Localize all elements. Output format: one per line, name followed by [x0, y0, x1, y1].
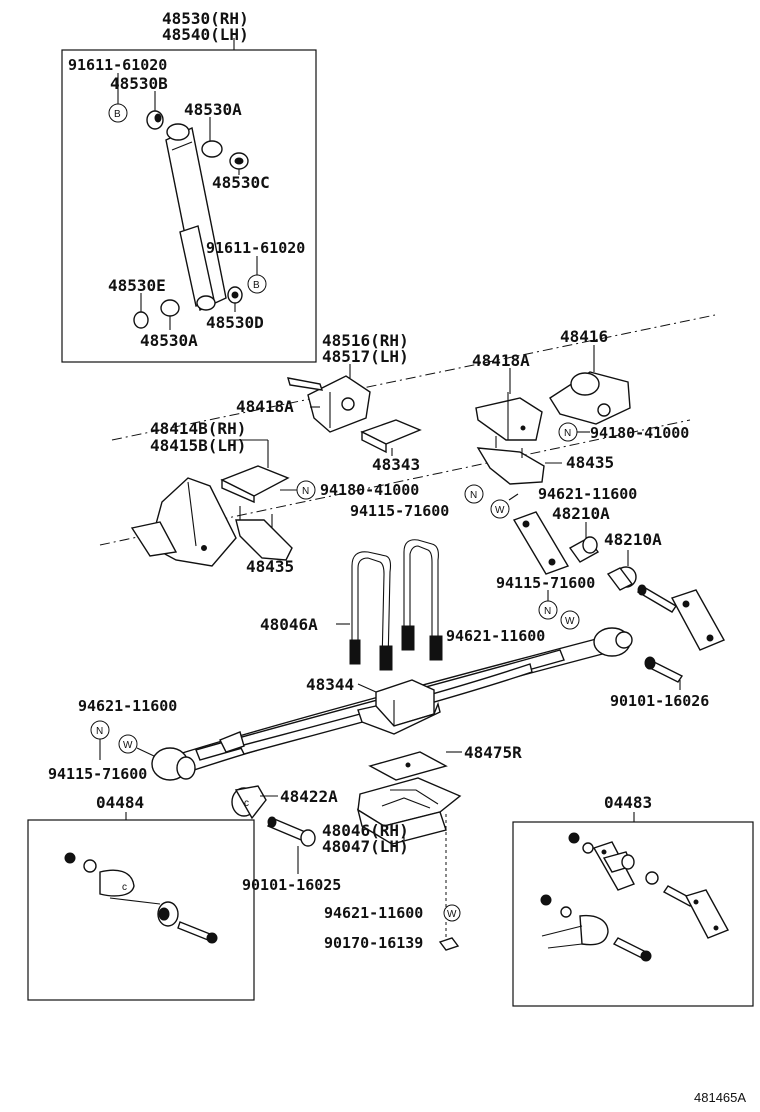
label-48414b-rh: 48414B(RH) [150, 419, 246, 438]
plate-48435-right-part[interactable] [476, 436, 545, 485]
label-48422a: 48422A [280, 787, 338, 806]
label-94115-mid: 94115-71600 [350, 502, 449, 520]
label-48516-rh: 48516(RH) [322, 331, 409, 350]
label-94621-mid: 94621-11600 [538, 485, 637, 503]
label-48046-rh: 48046(RH) [322, 821, 409, 840]
label-48517-lh: 48517(LH) [322, 347, 409, 366]
label-91611-top: 91611-61020 [68, 56, 167, 74]
bushing-48210a-right-part[interactable] [606, 566, 637, 591]
label-94621-left: 94621-11600 [78, 697, 177, 715]
shackle-48210a-plate-part[interactable] [512, 511, 570, 575]
n-symbol-icon [464, 484, 484, 504]
label-94115-left: 94115-71600 [48, 765, 147, 783]
label-04484: 04484 [96, 793, 144, 812]
spring-seat-48046-part[interactable] [356, 777, 462, 845]
label-48416: 48416 [560, 327, 608, 346]
shackle-plate-right-part[interactable] [670, 589, 725, 651]
label-48418a-right: 48418A [472, 351, 530, 370]
w-symbol-label-3: W [447, 909, 457, 920]
n-symbol-label-5: N [96, 726, 103, 737]
label-48046a: 48046A [260, 615, 318, 634]
bushing-48422a-part[interactable]: c [231, 785, 267, 820]
bushing-48530b-part[interactable] [146, 110, 164, 130]
w-symbol-icon [443, 904, 461, 922]
label-94180-right: 94180-41000 [590, 424, 689, 442]
w-symbol-label-2: W [565, 616, 575, 627]
bushing-48530a-top-part[interactable] [201, 140, 223, 158]
washer-48530c-part[interactable] [229, 152, 249, 170]
n-symbol-label-4: N [544, 606, 551, 617]
label-94115-right: 94115-71600 [496, 574, 595, 592]
label-48475r: 48475R [464, 743, 522, 762]
svg-text:c: c [122, 882, 127, 893]
w-symbol-label-1: W [495, 505, 505, 516]
u-bolt-48046a-left-part[interactable] [349, 551, 393, 671]
bracket-48418a-left-part[interactable] [220, 465, 290, 504]
w-symbol-icon [490, 499, 510, 519]
bushing-48530a-bot-part[interactable] [160, 299, 180, 317]
label-48530a-top: 48530A [184, 100, 242, 119]
bracket-48343-part[interactable] [360, 419, 422, 454]
label-04483: 04483 [604, 793, 652, 812]
label-48435-left: 48435 [246, 557, 294, 576]
spring-pad-48344-part[interactable] [357, 679, 441, 735]
svg-text:c: c [244, 798, 249, 809]
label-94621-right: 94621-11600 [446, 627, 545, 645]
b-symbol-label-2: B [253, 280, 260, 291]
label-90170-16139: 90170-16139 [324, 934, 423, 952]
label-48530c: 48530C [212, 173, 270, 192]
w-symbol-label-4: W [123, 740, 133, 751]
plate-48435-left-part[interactable] [235, 506, 293, 561]
bushing-48530e-part[interactable] [133, 311, 149, 329]
label-90101-16026: 90101-16026 [610, 692, 709, 710]
kit-04484-box [27, 819, 255, 1001]
label-48530b: 48530B [110, 74, 168, 93]
w-symbol-icon [560, 610, 580, 630]
shock-absorber-part[interactable] [165, 123, 227, 312]
label-48415b-lh: 48415B(LH) [150, 436, 246, 455]
label-94180-mid: 94180-41000 [320, 481, 419, 499]
label-48343: 48343 [372, 455, 420, 474]
label-48435-right: 48435 [566, 453, 614, 472]
label-48530d: 48530D [206, 313, 264, 332]
label-48047-lh: 48047(LH) [322, 837, 409, 856]
bolt-90101-16026-part[interactable] [644, 656, 684, 683]
label-48540-lh: 48540(LH) [162, 25, 249, 44]
n-symbol-label-3: N [470, 490, 477, 501]
label-48530e: 48530E [108, 276, 166, 295]
bracket-48418a-right-part[interactable] [475, 392, 543, 441]
w-symbol-icon [118, 734, 138, 754]
bolt-90101-16025-part[interactable] [267, 816, 316, 847]
label-90101-16025: 90101-16025 [242, 876, 341, 894]
figure-reference: 481465A [694, 1090, 746, 1105]
label-94621-bot: 94621-11600 [324, 904, 423, 922]
bushing-48210a-top-part[interactable] [568, 536, 600, 563]
nut-90170-16139-part[interactable] [438, 937, 460, 951]
kit-04484-contents[interactable]: c [64, 852, 218, 944]
label-48210a-right: 48210A [604, 530, 662, 549]
label-91611-mid: 91611-61020 [206, 239, 305, 257]
label-48530a-bot: 48530A [140, 331, 198, 350]
label-48530-rh: 48530(RH) [162, 9, 249, 28]
label-48344: 48344 [306, 675, 354, 694]
front-hanger-48414b-part[interactable] [130, 477, 237, 567]
shock-absorber-group-box [61, 49, 317, 363]
washer-48530d-part[interactable] [227, 286, 243, 304]
b-symbol-label-1: B [114, 109, 121, 120]
axle-centerline [111, 314, 716, 441]
hanger-bracket-48516-part[interactable] [287, 375, 371, 433]
kit-04483-box [512, 821, 754, 1007]
label-48210a-top: 48210A [552, 504, 610, 523]
u-bolt-48046a-right-part[interactable] [401, 539, 443, 661]
shackle-hanger-48416-part[interactable] [549, 371, 631, 425]
n-symbol-label-1: N [564, 428, 571, 439]
kit-04483-contents[interactable] [540, 832, 729, 962]
label-48418a-left: 48418A [236, 397, 294, 416]
plate-48475r-part[interactable] [368, 751, 448, 781]
n-symbol-label-2: N [302, 486, 309, 497]
shackle-bolt-part[interactable] [637, 584, 677, 613]
